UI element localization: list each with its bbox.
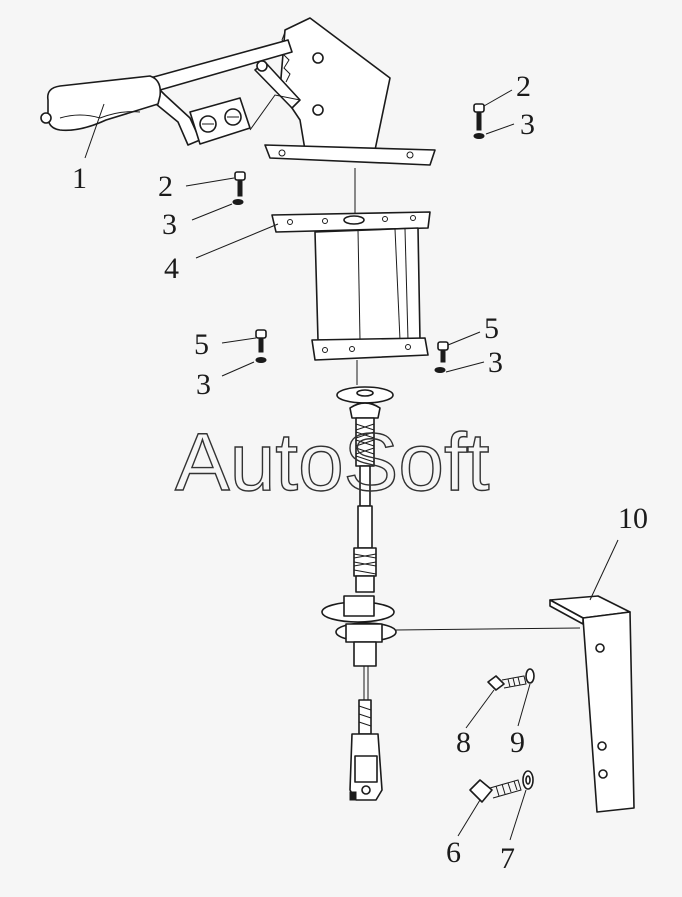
callout-1: 1 — [72, 162, 87, 195]
callout-7: 7 — [500, 842, 515, 875]
callout-3-left: 3 — [162, 208, 177, 241]
callout-3-top: 3 — [520, 108, 535, 141]
bolt-5-left — [255, 329, 267, 363]
callout-2-left: 2 — [158, 170, 173, 203]
callout-2-top: 2 — [516, 70, 531, 103]
callout-3-mid-left: 3 — [196, 368, 211, 401]
callout-10: 10 — [618, 502, 648, 535]
callout-labels: 1 2 3 2 3 4 5 3 5 3 10 8 9 6 7 — [72, 70, 648, 875]
clamp-block — [189, 97, 251, 145]
callout-4: 4 — [164, 252, 179, 285]
callout-5-right: 5 — [484, 312, 499, 345]
watermark: AutoSoft — [175, 417, 490, 508]
brake-cable-assembly — [321, 386, 397, 801]
callout-5-left: 5 — [194, 328, 209, 361]
callout-3-mid-right: 3 — [488, 346, 503, 379]
bolt-5-right — [434, 341, 449, 373]
bolt-left — [232, 171, 246, 205]
mounting-bracket — [271, 211, 431, 361]
bolt-top-right — [473, 103, 485, 139]
callout-9: 9 — [510, 726, 525, 759]
leader-lines — [84, 89, 619, 841]
lever-base-flange — [264, 144, 436, 166]
lever-grip — [46, 75, 162, 132]
ratchet-sector-plate — [279, 17, 391, 151]
callout-8: 8 — [456, 726, 471, 759]
bolt-8 — [487, 668, 535, 691]
l-bracket — [549, 595, 635, 813]
hand-brake-lever — [40, 17, 436, 166]
callout-6: 6 — [446, 836, 461, 869]
bolt-6 — [469, 770, 534, 803]
